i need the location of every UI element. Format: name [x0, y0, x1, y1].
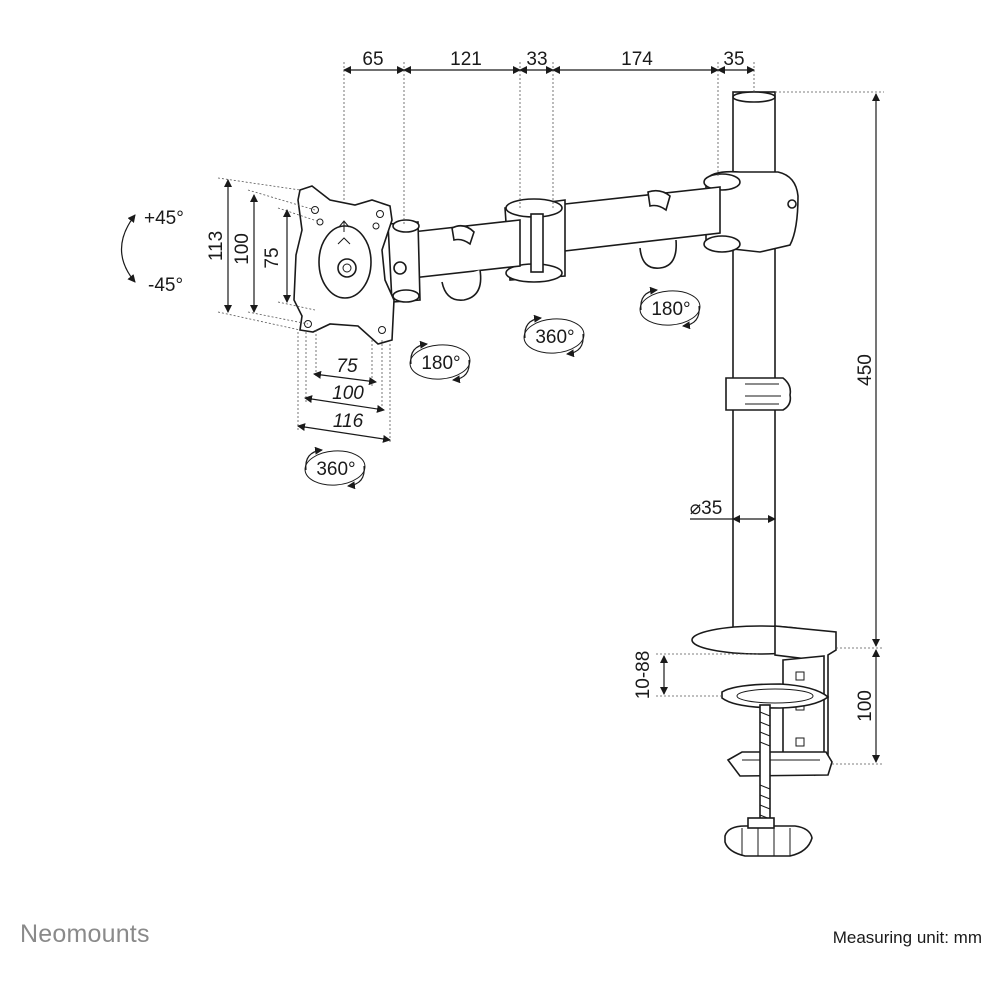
- dim-plate-width-75: 75: [336, 356, 358, 377]
- dim-arm-65: 65: [362, 49, 383, 70]
- vesa-plate: [293, 185, 395, 345]
- rotation-plate: 360°: [316, 459, 355, 480]
- arm: [387, 170, 799, 303]
- dim-plate-height-75: 75: [262, 247, 283, 268]
- dimension-lines: [217, 62, 884, 765]
- dim-arm-33: 33: [526, 49, 547, 70]
- dim-plate-height-100: 100: [232, 233, 253, 265]
- rotation-tilt-up: +45°: [144, 208, 184, 229]
- desk-clamp: [691, 625, 837, 857]
- rotation-joint-middle: 360°: [535, 327, 574, 348]
- dim-plate-width-100: 100: [332, 383, 364, 404]
- rotation-tilt-down: -45°: [148, 275, 183, 296]
- dim-desk-thickness: 10-88: [633, 651, 654, 700]
- dim-arm-121: 121: [450, 49, 482, 70]
- rotation-joint-rear: 180°: [651, 299, 690, 320]
- dim-arm-174: 174: [621, 49, 653, 70]
- rotation-indicators: [121, 214, 701, 490]
- brand-logo: Neomounts: [20, 920, 150, 948]
- dim-arm-35: 35: [723, 49, 744, 70]
- dim-clamp-height: 100: [855, 690, 876, 722]
- dimension-labels: 65 121 33 174 35 113 100 75 75 100 116 4…: [144, 49, 876, 722]
- dim-pole-height: 450: [855, 354, 876, 386]
- rotation-joint-front: 180°: [421, 353, 460, 374]
- measuring-unit-note: Measuring unit: mm: [832, 928, 982, 947]
- dim-plate-height-113: 113: [206, 231, 227, 261]
- dim-pole-diameter: ⌀35: [690, 498, 723, 519]
- dim-plate-width-116: 116: [333, 411, 364, 432]
